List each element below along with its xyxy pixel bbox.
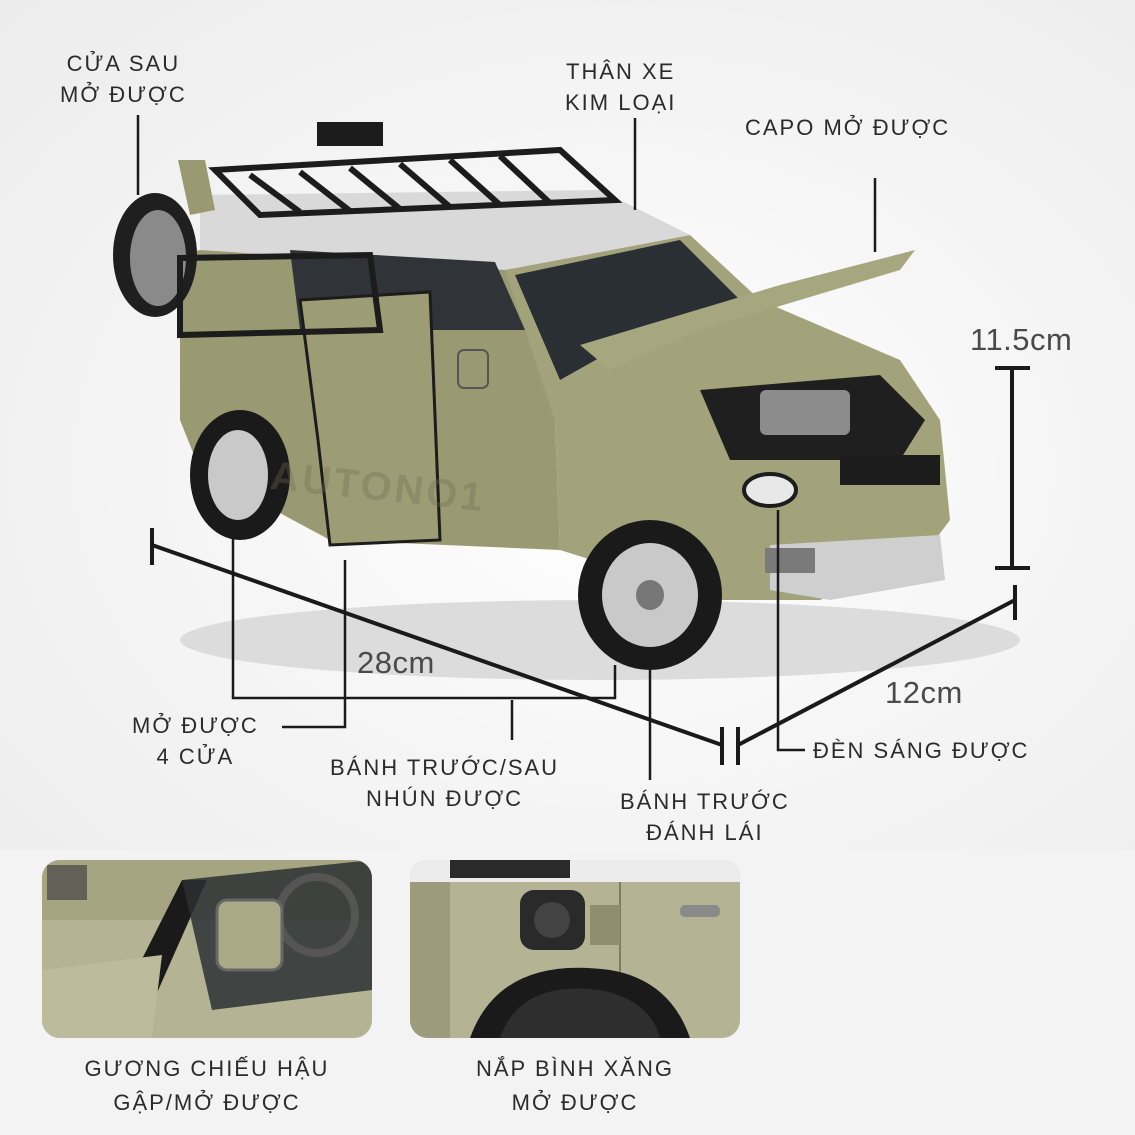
callout-lights xyxy=(776,510,805,752)
front-grille xyxy=(840,455,940,485)
detail-photo-fuel-cap xyxy=(410,860,740,1038)
car-illustration xyxy=(113,122,1020,680)
windshield xyxy=(515,240,740,380)
dimension-width: 12cm xyxy=(885,675,963,710)
roof-rack xyxy=(208,122,623,219)
headlight xyxy=(742,472,798,508)
front-wheel xyxy=(578,520,722,670)
fuel-cap-icon xyxy=(410,860,740,1038)
side-mirror-icon xyxy=(42,860,372,1038)
label-hood: CAPO MỞ ĐƯỢC xyxy=(745,115,951,140)
spare-wheel xyxy=(113,193,197,317)
callout-doors xyxy=(282,560,347,729)
hood-open xyxy=(580,250,915,370)
front-door-open xyxy=(298,290,442,547)
rear-door-frame xyxy=(177,251,384,339)
dimension-height: 11.5cm xyxy=(970,322,1073,357)
detail-photo-mirror xyxy=(42,860,372,1038)
dimension-length: 28cm xyxy=(357,645,435,680)
width-dimension-line xyxy=(737,598,1016,747)
callout-lines xyxy=(136,115,1030,780)
fog-light-grille xyxy=(765,548,815,573)
rear-wheel xyxy=(190,410,290,540)
engine-cover xyxy=(760,390,850,435)
length-dimension-line xyxy=(151,543,723,747)
side-mirror xyxy=(457,349,489,389)
callout-suspension-frame xyxy=(231,530,617,700)
rear-door-open xyxy=(178,160,215,215)
label-lights: ĐÈN SÁNG ĐƯỢC xyxy=(813,738,1030,763)
